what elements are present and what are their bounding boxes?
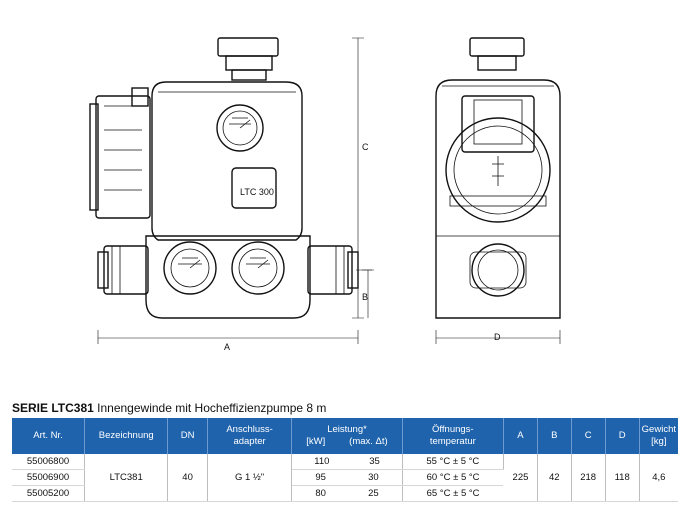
dim-label-c: C — [362, 142, 369, 152]
header-oeffnungstemperatur: Öffnungs- temperatur — [402, 418, 504, 454]
front-view: LTC 300 — [89, 37, 359, 319]
header-anschluss-line1: Anschluss- — [226, 424, 273, 435]
cell-kw: 95 — [315, 472, 326, 483]
header-b: B — [537, 418, 572, 454]
table-row: 55006900 95 30 60 °C ± 5 °C — [12, 469, 678, 486]
table-row: 55006800 LTC381 40 G 1 ½" 110 35 55 °C ± … — [12, 454, 678, 502]
spec-table: Art. Nr. Bezeichnung DN Anschluss- adapt… — [12, 418, 678, 502]
dim-label-d: D — [494, 332, 501, 342]
cell-anschluss: G 1 ½" — [207, 454, 293, 502]
header-gewicht-line1: Gewicht — [641, 424, 676, 435]
header-bezeichnung: Bezeichnung — [84, 418, 169, 454]
cell-dt: 25 — [368, 488, 379, 499]
cell-dn: 40 — [167, 454, 208, 502]
header-leistung-line1: Leistung* — [327, 424, 367, 435]
table-header-row: Art. Nr. Bezeichnung DN Anschluss- adapt… — [12, 418, 678, 454]
cell-leistung: 80 25 — [291, 485, 403, 502]
cell-c: 218 — [571, 454, 606, 502]
cell-bezeichnung: LTC381 — [84, 454, 169, 502]
cell-kw: 110 — [314, 456, 330, 467]
cell-dt: 30 — [368, 472, 379, 483]
series-description: Innengewinde mit Hocheffizienzpumpe 8 m — [97, 401, 327, 415]
cell-art-nr: 55005200 — [12, 485, 86, 502]
cell-b: 42 — [537, 454, 572, 502]
header-leistung-dt: (max. Δt) — [349, 436, 388, 447]
series-heading: SERIE LTC381 Innengewinde mit Hocheffizi… — [12, 401, 326, 415]
technical-drawing: LTC 300 A C B — [89, 37, 561, 352]
cell-dt: 35 — [369, 456, 380, 467]
header-dn: DN — [167, 418, 208, 454]
cell-art-nr: 55006800 — [12, 454, 86, 470]
header-oeffnung-line2: temperatur — [429, 436, 476, 447]
cell-leistung: 95 30 — [291, 469, 403, 486]
temperature-gauge-icon — [216, 104, 264, 152]
cell-d: 118 — [605, 454, 640, 502]
cell-art-nr: 55006900 — [12, 469, 86, 486]
header-leistung-kw: [kW] — [306, 436, 326, 447]
header-anschluss-line2: adapter — [233, 436, 266, 447]
header-oeffnung-line1: Öffnungs- — [432, 424, 474, 435]
dim-label-b: B — [362, 292, 368, 302]
header-anschluss: Anschluss- adapter — [207, 418, 293, 454]
cell-a: 225 — [503, 454, 538, 502]
cell-temp: 55 °C ± 5 °C — [402, 454, 504, 470]
cell-leistung: 110 35 — [291, 454, 403, 470]
dim-label-a: A — [224, 342, 230, 352]
cell-gewicht: 4,6 — [639, 454, 678, 502]
header-leistung: Leistung* [kW] (max. Δt) — [291, 418, 403, 454]
side-view — [435, 37, 561, 319]
temperature-gauge-left-icon — [163, 241, 217, 295]
header-gewicht-line2: [kg] — [651, 436, 667, 447]
header-a: A — [503, 418, 538, 454]
cell-temp: 65 °C ± 5 °C — [402, 485, 504, 502]
header-art-nr: Art. Nr. — [12, 418, 86, 454]
header-d: D — [605, 418, 640, 454]
cell-temp: 60 °C ± 5 °C — [402, 469, 504, 486]
cell-kw: 80 — [315, 488, 326, 499]
table-row: 55005200 80 25 65 °C ± 5 °C — [12, 485, 678, 502]
front-gauge-label: LTC 300 — [240, 187, 274, 197]
series-code: SERIE LTC381 — [12, 401, 94, 415]
header-c: C — [571, 418, 606, 454]
header-gewicht: Gewicht [kg] — [639, 418, 678, 454]
temperature-gauge-right-icon — [231, 241, 285, 295]
